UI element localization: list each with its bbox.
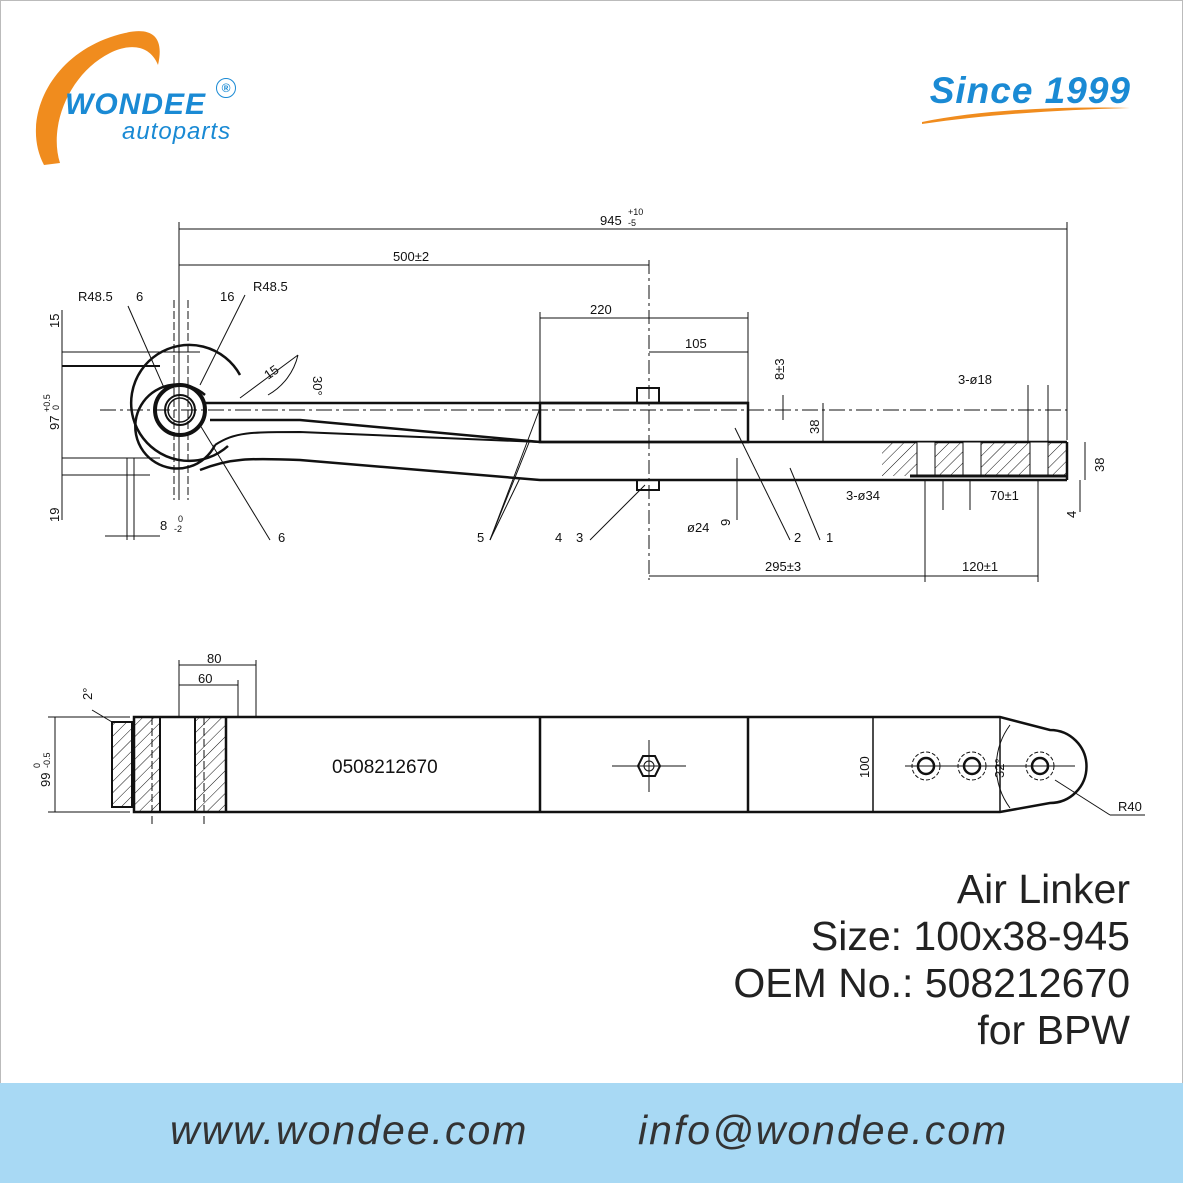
product-application: for BPW — [977, 1007, 1130, 1053]
callout-4: 4 — [555, 530, 562, 545]
dim-eye-radius-left: R48.5 — [78, 289, 113, 304]
dim-eye-radius-right: R48.5 — [253, 279, 288, 294]
callout-3: 3 — [576, 530, 583, 545]
dim-eye-height: 97 — [47, 416, 62, 430]
dim-width-tol-lower: -0.5 — [42, 752, 52, 768]
bolt-hex-icon — [612, 740, 686, 792]
dim-holes-small: 3-ø18 — [958, 372, 992, 387]
dim-eye-width-tol-lower: -2 — [174, 524, 182, 534]
dim-clamp-height: 38 — [807, 420, 822, 434]
dim-hole-pitch: 70±1 — [990, 488, 1019, 503]
dim-eye-gap-left: 6 — [136, 289, 143, 304]
dim-holes-large: 3-ø34 — [846, 488, 880, 503]
underline-swoosh-icon — [922, 107, 1130, 124]
bottom-view — [48, 660, 1145, 825]
dim-top-offset: 15 — [47, 314, 62, 328]
top-view — [61, 222, 1086, 582]
footer-band: www.wondee.com info@wondee.com — [0, 1083, 1183, 1183]
callout-1: 1 — [826, 530, 833, 545]
dim-hole-span: 120±1 — [962, 559, 998, 574]
dim-taper-angle: 2° — [80, 688, 95, 700]
logo-brand-name: WONDEE — [65, 88, 206, 121]
technical-drawing: 945 +10 -5 500±2 220 105 8±3 38 3-ø18 3-… — [32, 207, 1145, 825]
logo-swoosh-icon — [35, 31, 160, 165]
dim-end-gap: 4 — [1064, 511, 1079, 518]
logo-brand-sub: autoparts — [122, 118, 232, 145]
product-name: Air Linker — [956, 866, 1130, 912]
dim-bolt-len: 9 — [718, 519, 733, 526]
dim-eye-height-tol-upper: +0.5 — [42, 394, 52, 412]
callout-6: 6 — [278, 530, 285, 545]
registered-mark: ® — [216, 78, 236, 98]
dim-end-angle: 32° — [992, 758, 1007, 778]
dim-clamp-length: 220 — [590, 302, 612, 317]
bottom-view-dimensions: 0508212670 80 60 2° 99 0 -0.5 100 32° R4… — [32, 651, 1142, 814]
dim-eye-gap-right: 16 — [220, 289, 234, 304]
dim-eye-width-tol-upper: 0 — [178, 514, 183, 524]
callout-5: 5 — [477, 530, 484, 545]
mounting-holes — [905, 751, 1075, 781]
dim-center-to-hole: 295±3 — [765, 559, 801, 574]
product-oem: OEM No.: 508212670 — [733, 960, 1130, 1006]
callout-2: 2 — [794, 530, 801, 545]
dim-eye-width: 8 — [160, 518, 167, 533]
website-link[interactable]: www.wondee.com — [170, 1107, 529, 1153]
dim-clamp-half: 105 — [685, 336, 707, 351]
dim-plate-width: 100 — [857, 756, 872, 778]
part-mark: 0508212670 — [332, 757, 438, 778]
dim-overall-tol-lower: -5 — [628, 218, 636, 228]
dim-eye-height-tol-lower: 0 — [51, 405, 61, 410]
dim-overall-length: 945 — [600, 213, 622, 228]
dim-wrap-angle: 30° — [310, 376, 325, 396]
product-info: Air Linker Size: 100x38-945 OEM No.: 508… — [733, 866, 1130, 1054]
dim-bush-outer: 80 — [207, 651, 221, 666]
dim-end-thickness: 38 — [1092, 458, 1107, 472]
top-view-dimensions: 945 +10 -5 500±2 220 105 8±3 38 3-ø18 3-… — [42, 207, 1107, 574]
product-size: Size: 100x38-945 — [810, 913, 1130, 959]
dim-bottom-offset: 19 — [47, 508, 62, 522]
since-year: Since 1999 — [929, 70, 1131, 111]
dim-end-radius: R40 — [1118, 799, 1142, 814]
dim-width: 99 — [38, 773, 53, 787]
dim-clamp-offset: 8±3 — [772, 358, 787, 380]
dim-eye-to-center: 500±2 — [393, 249, 429, 264]
dim-wrap-length: 15 — [261, 362, 281, 383]
dim-overall-tol-upper: +10 — [628, 207, 643, 217]
dim-bush-inner: 60 — [198, 671, 212, 686]
email-link[interactable]: info@wondee.com — [638, 1107, 1009, 1153]
dim-bolt-dia: ø24 — [687, 520, 709, 535]
dim-width-tol-upper: 0 — [32, 763, 42, 768]
